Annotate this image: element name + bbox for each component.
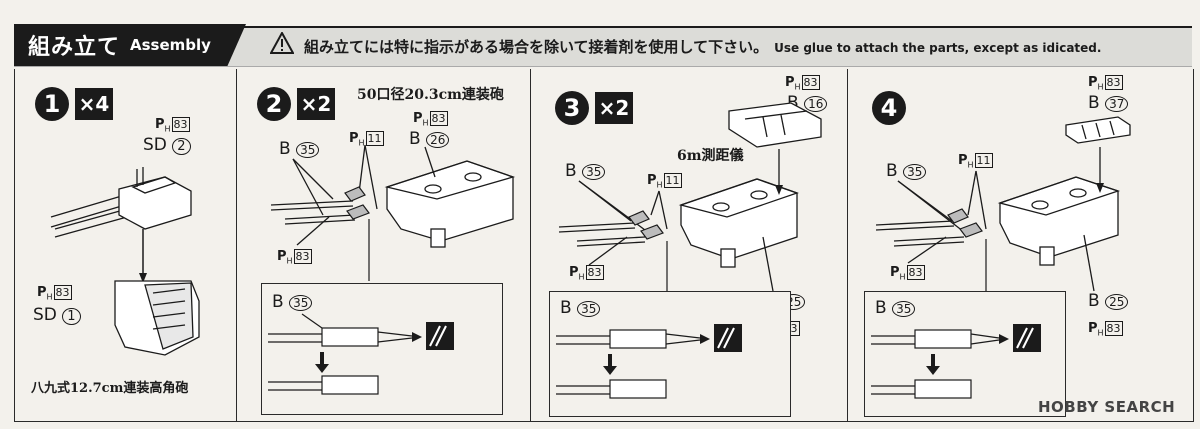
part-label: SD 1 xyxy=(33,305,81,325)
part-caption: 50口径20.3cm連装砲 xyxy=(357,87,504,103)
barrel-detail-diagram xyxy=(268,313,454,395)
part-caption: 6m測距儀 xyxy=(677,148,744,164)
barrel-detail-diagram xyxy=(871,324,1041,399)
turret-illustration xyxy=(875,116,1131,292)
part-label: B 35 xyxy=(886,161,927,181)
step-number: 2 xyxy=(257,87,291,121)
step-number: 1 xyxy=(35,87,69,121)
quantity-badge: ×4 xyxy=(75,88,113,120)
quantity-badge: ×2 xyxy=(595,92,633,124)
inset-detail: B 35 xyxy=(864,291,1066,417)
title-jp: 組み立て xyxy=(28,35,121,60)
part-caption: 八九式12.7cm連装高角砲 xyxy=(31,381,189,396)
barrel-detail-diagram xyxy=(556,324,742,399)
turret-illustration xyxy=(270,144,516,281)
part-label: B 35 xyxy=(279,139,320,159)
part-label: SD 2 xyxy=(143,135,191,155)
step-number: 4 xyxy=(872,91,906,125)
watermark: HOBBY SEARCH xyxy=(1038,398,1176,416)
part-label: B 16 xyxy=(787,93,828,113)
glue-warning: 組み立てには特に指示がある場合を除いて接着剤を使用して下さい。 Use glue … xyxy=(304,36,1101,57)
part-label: B 35 xyxy=(272,292,313,312)
warning-icon xyxy=(270,32,294,54)
gun-mount-illustration xyxy=(50,167,200,356)
part-label: B 35 xyxy=(565,161,606,181)
warning-jp: 組み立てには特に指示がある場合を除いて接着剤を使用して下さい。 xyxy=(304,38,769,56)
turret-illustration xyxy=(558,102,822,292)
quantity-badge: ×2 xyxy=(297,88,335,120)
part-label: B 35 xyxy=(560,298,601,318)
part-label: B 35 xyxy=(875,298,916,318)
part-label: B 37 xyxy=(1088,93,1129,113)
inset-detail: B 35 xyxy=(261,283,503,415)
part-label: B 26 xyxy=(409,129,450,149)
step-number: 3 xyxy=(555,91,589,125)
part-label: B 25 xyxy=(1088,291,1129,311)
inset-detail: B 35 xyxy=(549,291,791,417)
section-title: 組み立て Assembly xyxy=(14,24,246,66)
title-en: Assembly xyxy=(130,36,211,54)
warning-en: Use glue to attach the parts, except as … xyxy=(774,41,1102,55)
